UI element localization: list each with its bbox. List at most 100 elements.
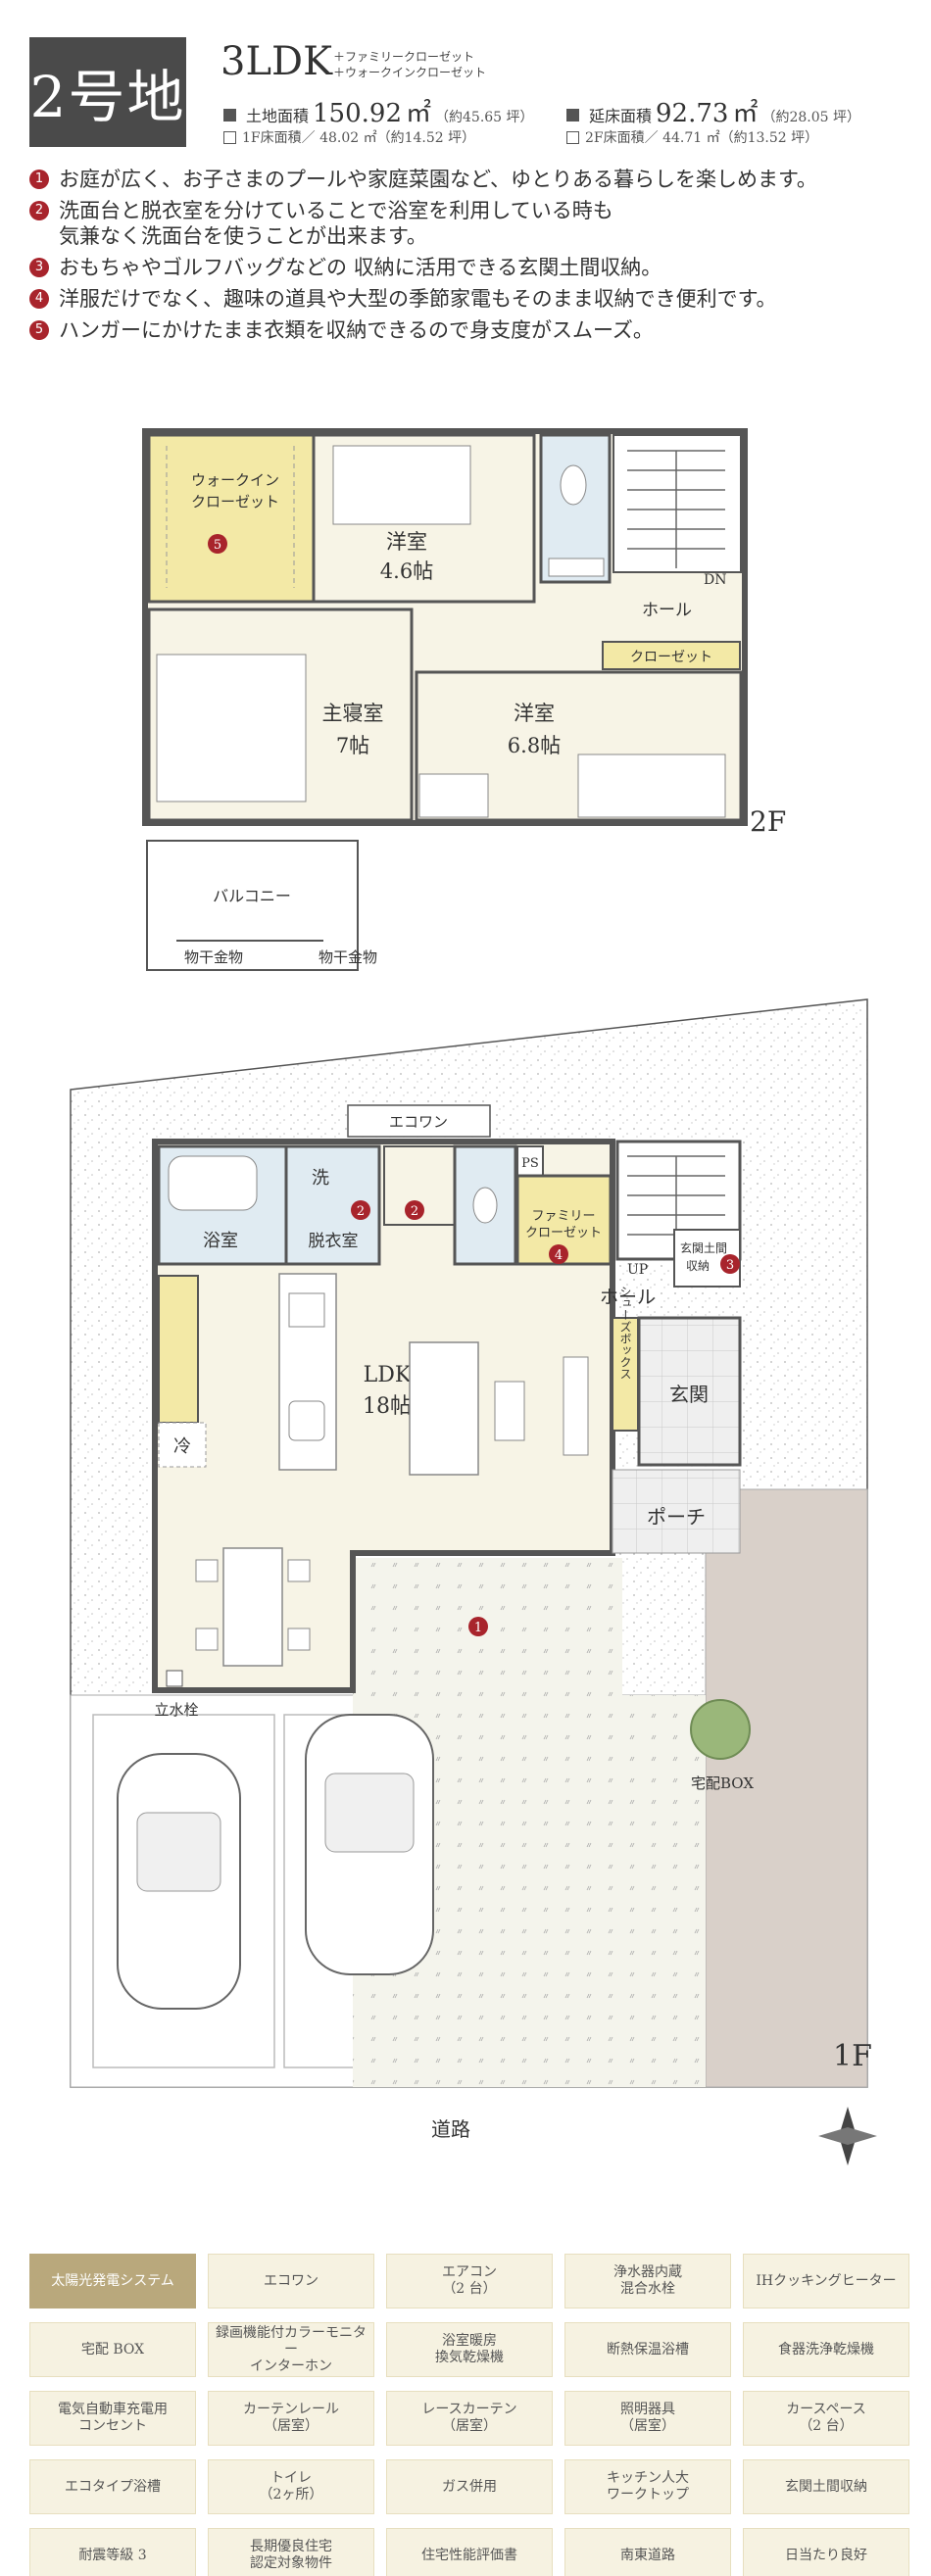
toilet-icon [472,1187,498,1224]
feature-text: 気兼なく洗面台を使うことが出来ます。 [59,224,427,248]
feature-item: 3 おもちゃやゴルフバッグなどの 収納に活用できる玄関土間収納。 [29,255,911,280]
room2-size: 6.8帖 [508,734,561,757]
amenity-item: 日当たり良好 [743,2528,909,2576]
number-badge [208,534,227,554]
amenity-item: IHクッキングヒーター [743,2254,909,2309]
floor-area-tsubo: （約28.05 坪） [761,110,860,125]
bed-icon [332,445,471,525]
amenity-item: 玄関土間収納 [743,2459,909,2514]
amenity-item: 住宅性能評価書 [386,2528,553,2576]
ldk-size: 18帖 [363,1394,412,1419]
floor1-plan: 1 エコワン 浴室 洗 脱衣室 2 2 PS ファミリー クローゼット 4 U [70,998,877,2165]
shoes-box-label: シューズボックス [618,1286,632,1380]
bath-label: 浴室 [203,1231,238,1251]
open-square-icon [223,130,236,144]
amenity-item: 浄水器内蔵 混合水栓 [564,2254,731,2309]
number-badge [549,1244,568,1264]
hall-2f-label: ホール [642,601,692,620]
amenity-item: 食器洗浄乾燥機 [743,2322,909,2377]
fridge-label: 冷 [173,1436,191,1457]
storage-label-1: 玄関土間 [680,1240,727,1255]
filled-square-icon [566,109,579,122]
land-area-tsubo: （約45.65 坪） [435,110,534,125]
feature-item: 2 洗面台と脱衣室を分けていることで浴室を利用している時も 気兼なく洗面台を使う… [29,198,911,249]
amenity-item: ガス併用 [386,2459,553,2514]
car-icon [117,1753,241,2010]
porch [612,1469,741,1554]
tree-icon [690,1699,751,1760]
chair-icon [287,1628,311,1651]
dressing-label: 脱衣室 [309,1232,359,1251]
closet-2f-label: クローゼット [630,650,712,665]
filled-square-icon [223,109,236,122]
room1-name: 洋室 [386,530,427,554]
number-badge: 4 [29,289,49,309]
fridge-space [158,1422,207,1468]
bathtub-icon [168,1155,258,1211]
faucet-icon [166,1670,183,1687]
land-area-value: 150.92 [313,99,402,128]
amenity-item: 南東道路 [564,2528,731,2576]
dining-table-icon [222,1547,283,1667]
porch-label: ポーチ [647,1505,706,1529]
wash-label: 洗 [312,1168,329,1189]
closet-2f [602,641,741,670]
drying1-label: 物干金物 [184,948,243,966]
floor-area-unit: ㎡ [732,99,759,128]
room1-size: 4.6帖 [380,559,433,583]
stairs-dn-label: DN [704,572,726,588]
amenity-item: トイレ （2ヶ所） [208,2459,374,2514]
stair-lines [627,1155,725,1254]
number-badge: 5 [29,320,49,340]
room2-name: 洋室 [514,702,555,725]
amenity-item: エコタイプ浴槽 [29,2459,196,2514]
road-label: 道路 [431,2117,470,2141]
floor-plan: ウォークイン クローゼット 5 洋室 4.6帖 DN ホール 主寝室 7帖 クロ… [70,428,877,2165]
feature-list: 1 お庭が広く、お子さまのプールや家庭菜園など、ゆとりある暮らしを楽しめます。 … [29,167,911,349]
number-badge [405,1200,424,1220]
badge-text: 5 [214,538,221,553]
floor2-plan: ウォークイン クローゼット 5 洋室 4.6帖 DN ホール 主寝室 7帖 クロ… [142,428,786,971]
pantry-shelf [158,1275,199,1424]
tv-board-icon [563,1356,589,1456]
family-closet-label-1: ファミリー [531,1209,595,1224]
sink-icon [288,1400,325,1441]
sofa-icon [409,1341,479,1476]
amenity-item: 照明器具 （居室） [564,2391,731,2446]
cooktop-icon [288,1292,325,1328]
floor1-area-label: 1F床面積 [242,130,302,146]
amenity-item: エコワン [208,2254,374,2309]
wic-label-1: ウォークイン [191,471,279,489]
wic-label-2: クローゼット [191,493,279,510]
ps-label: PS [521,1156,539,1171]
family-closet-label-2: クローゼット [525,1226,602,1240]
amenity-item: エアコン （2 台） [386,2254,553,2309]
side-path [705,1488,868,2088]
bed-icon [577,753,726,818]
floor-area-value: 92.73 [656,99,729,128]
badge-text: 4 [555,1248,563,1263]
number-badge: 2 [29,201,49,220]
chair-icon [195,1559,219,1582]
feature-item: 1 お庭が広く、お子さまのプールや家庭菜園など、ゆとりある暮らしを楽しめます。 [29,167,911,192]
floor2-area-label: 2F床面積 [585,130,645,146]
toilet-icon [560,464,587,506]
amenity-item: 録画機能付カラーモニター インターホン [208,2322,374,2377]
feature-text: お庭が広く、お子さまのプールや家庭菜園など、ゆとりある暮らしを楽しめます。 [59,168,817,191]
floor-area-label: 延床面積 [589,107,653,125]
layout-type: 3LDK [220,39,332,84]
lot-badge: 2号地 [29,37,186,147]
feature-item: 4 洋服だけでなく、趣味の道具や大型の季節家電もそのまま収納でき便利です。 [29,286,911,312]
open-square-icon [566,130,579,144]
ecowan-unit [347,1104,491,1138]
amenity-item: キッチン人大 ワークトップ [564,2459,731,2514]
layout-note-2: ＋ウォークインクローゼット [333,66,487,79]
feature-text: 洋服だけでなく、趣味の道具や大型の季節家電もそのまま収納でき便利です。 [59,287,777,311]
ldk-name: LDK [364,1363,412,1387]
delivery-box-label: 宅配BOX [691,1774,754,1792]
sink-icon [548,558,605,577]
faucet-label: 立水栓 [154,1701,198,1719]
chair-icon [195,1628,219,1651]
badge-text: 3 [726,1258,734,1273]
coffee-table-icon [494,1381,525,1441]
